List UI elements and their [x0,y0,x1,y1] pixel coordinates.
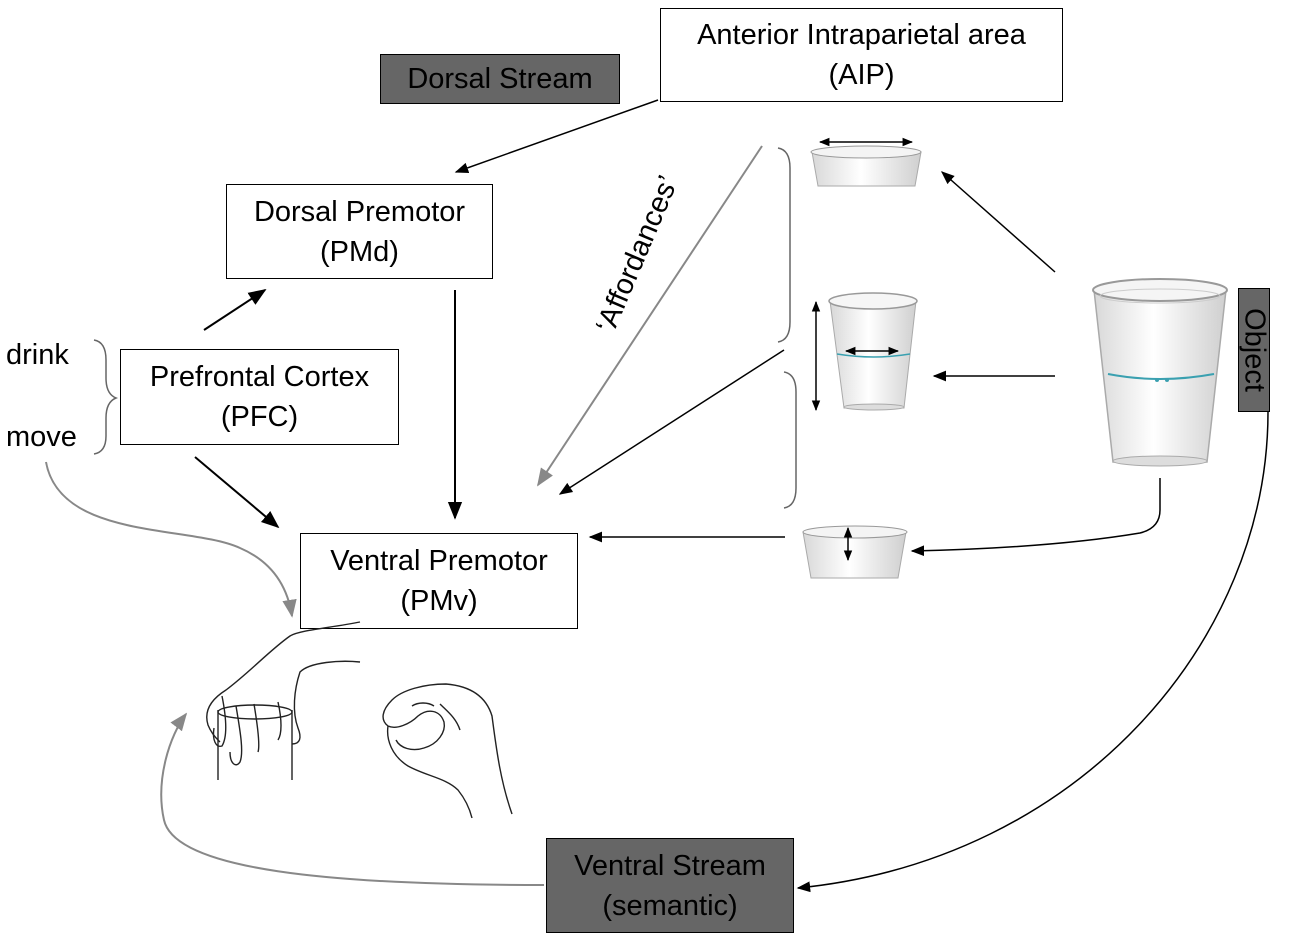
power-grip-hand-illustration [206,621,361,780]
precision-grip-hand-illustration [382,683,513,819]
arrow-object-to-bottom-cup [910,478,1161,557]
pfc-box: Prefrontal Cortex (PFC) [120,349,399,445]
pfc-abbrev: (PFC) [220,401,299,433]
ventral-stream-title: Ventral Stream [574,849,766,882]
arrow-move-to-hand [45,461,297,618]
move-label: move [6,421,77,453]
aip-abbrev: (AIP) [828,59,895,91]
cup-bottom-rim [802,525,908,579]
aip-box: Anterior Intraparietal area (AIP) [660,8,1063,102]
arrow-object-to-ventral [796,411,1269,893]
arrow-ventral-to-hand [160,712,545,886]
cup-middle [811,292,918,412]
arrow-object-to-top-cup [940,171,1056,273]
cup-top-rim [810,137,922,187]
dorsal-stream-label: Dorsal Stream [407,63,593,95]
pmv-box: Ventral Premotor (PMv) [300,533,578,629]
arrow-pfc-to-pmv [194,456,280,529]
arrow-pfc-to-pmd [203,289,267,331]
lower-brace [783,371,797,509]
pmv-abbrev: (PMv) [400,585,478,617]
pmd-title: Dorsal Premotor [253,195,466,228]
aip-title: Anterior Intraparietal area [697,19,1026,51]
dorsal-stream-box: Dorsal Stream [380,54,620,104]
object-cup [1092,278,1228,467]
object-box: Object [1238,288,1271,412]
pmv-title: Ventral Premotor [330,545,548,577]
drink-label: drink [6,339,69,371]
pmd-box: Dorsal Premotor (PMd) [226,184,493,279]
arrow-aip-to-pmd [454,99,659,174]
ventral-stream-box: Ventral Stream (semantic) [546,838,794,933]
pmd-abbrev: (PMd) [320,235,399,268]
arrow-affordances [537,145,763,487]
ventral-stream-subtitle: (semantic) [602,889,738,922]
upper-brace [777,147,791,343]
arrow-brace-to-pmv [558,349,785,495]
drink-move-brace [93,339,119,455]
pfc-title: Prefrontal Cortex [149,361,370,393]
